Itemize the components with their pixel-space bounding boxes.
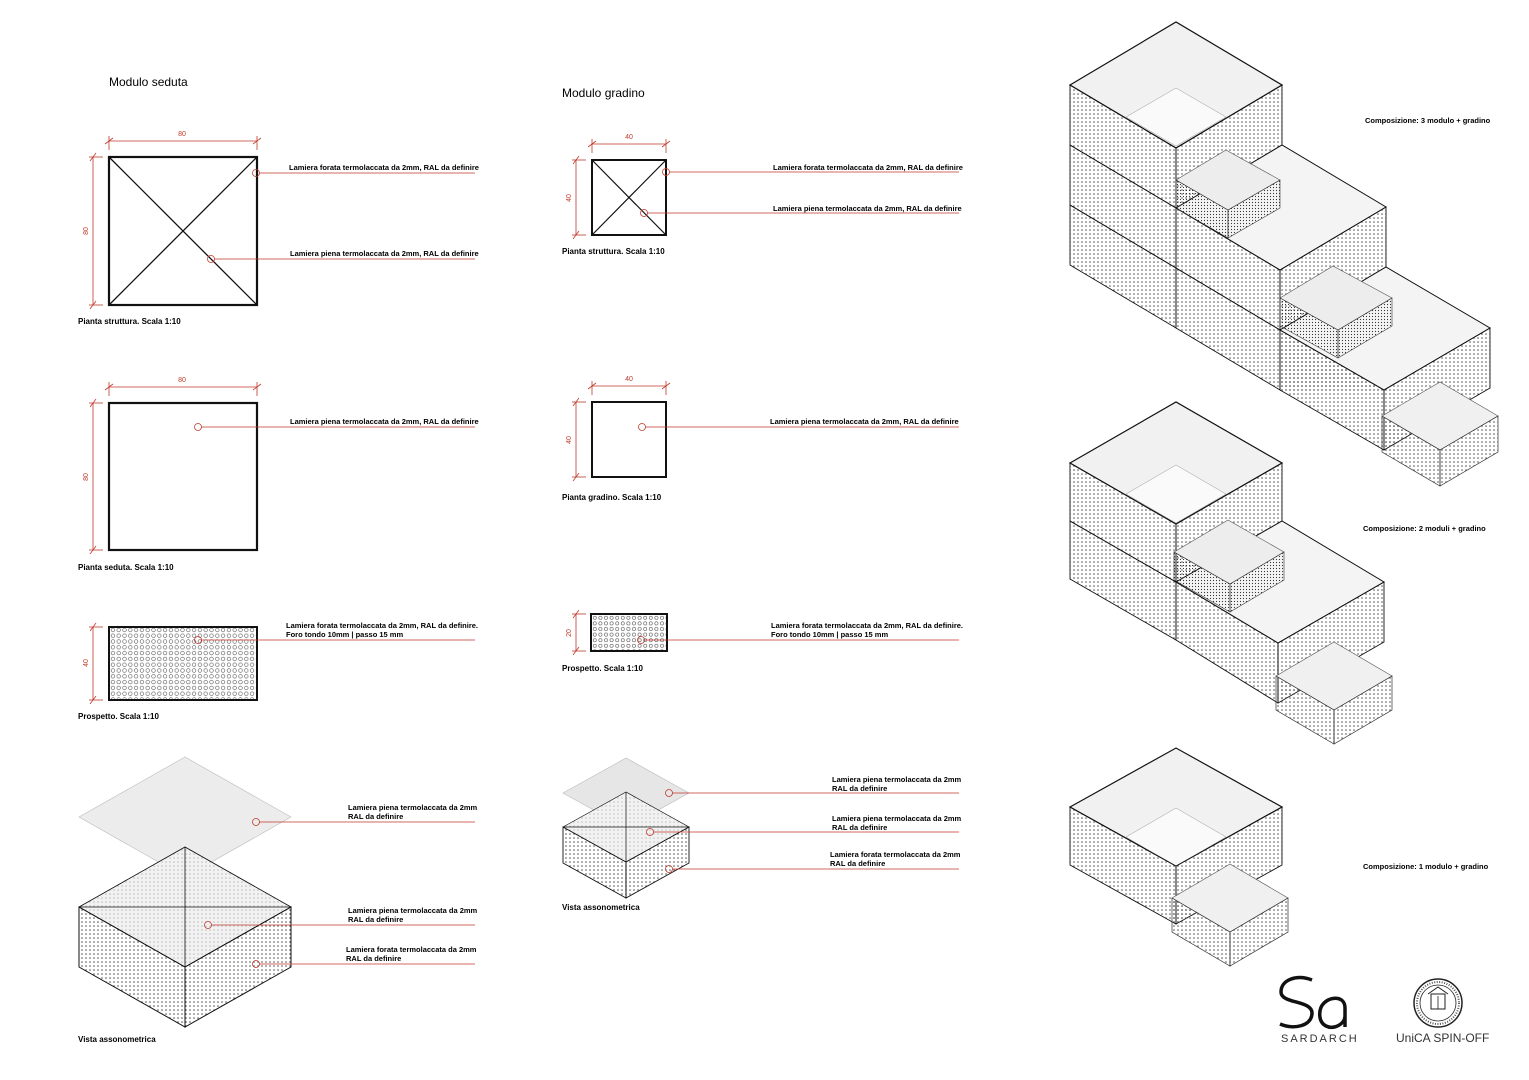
note-piena: Lamiera piena termolaccata da 2mm (348, 803, 478, 812)
note-forata-line2: Foro tondo 10mm | passo 15 mm (286, 630, 403, 639)
sardarch-wordmark: SARDARCH (1281, 1033, 1359, 1045)
gradino-plan-structure: 40 40 Lamiera forata termolaccata da 2mm… (562, 134, 963, 256)
caption: Prospetto. Scala 1:10 (78, 712, 159, 721)
gradino-axonometric: Lamiera piena termolaccata da 2mm RAL da… (562, 757, 962, 912)
note-forata-line1: Lamiera forata termolaccata da 2mm, RAL … (286, 621, 478, 630)
note-ral: RAL da definire (348, 915, 403, 924)
caption: Pianta gradino. Scala 1:10 (562, 493, 662, 502)
dimension-label: 80 (83, 227, 90, 235)
section-title-seduta: Modulo seduta (109, 75, 188, 89)
dimension-label: 80 (178, 377, 186, 384)
note-ral: RAL da definire (832, 823, 887, 832)
gradino-plan-step: 40 40 Lamiera piena termolaccata da 2mm,… (562, 376, 959, 502)
dimension-label: 40 (83, 659, 90, 667)
caption: Vista assonometrica (78, 1035, 156, 1044)
dimension-label: 40 (566, 436, 573, 444)
dimension-label: 40 (566, 194, 573, 202)
note-piena: Lamiera piena termolaccata da 2mm (832, 775, 962, 784)
note-forata-line1: Lamiera forata termolaccata da 2mm, RAL … (771, 621, 963, 630)
caption: Pianta seduta. Scala 1:10 (78, 563, 174, 572)
note-forata: Lamiera forata termolaccata da 2mm (346, 945, 477, 954)
note-piena: Lamiera piena termolaccata da 2mm, RAL d… (770, 417, 959, 426)
note-piena: Lamiera piena termolaccata da 2mm, RAL d… (290, 417, 479, 426)
note-forata-line2: Foro tondo 10mm | passo 15 mm (771, 630, 888, 639)
gradino-elevation: 20 Lamiera forata termolaccata da 2mm, R… (562, 609, 963, 673)
dimension-label: 40 (625, 134, 633, 141)
unica-label: UniCA SPIN-OFF (1396, 1031, 1489, 1045)
note-piena: Lamiera piena termolaccata da 2mm, RAL d… (773, 204, 962, 213)
seduta-elevation: 40 Lamiera forata termolaccata da 2mm, R… (78, 621, 478, 721)
dimension-line-width (104, 136, 262, 150)
dimension-line-height (89, 152, 103, 310)
dimension-label: 80 (83, 473, 90, 481)
note-forata: Lamiera forata termolaccata da 2mm, RAL … (773, 163, 963, 172)
composition-3-drawing (1068, 21, 1499, 487)
leader-line (207, 169, 475, 263)
note-ral: RAL da definire (832, 784, 887, 793)
note-forata: Lamiera forata termolaccata da 2mm, RAL … (289, 163, 479, 172)
unica-seal: UniCA SPIN-OFF (1396, 978, 1489, 1045)
note-piena: Lamiera piena termolaccata da 2mm (832, 814, 962, 823)
composition-2-label: Composizione: 2 moduli + gradino (1363, 524, 1486, 533)
dimension-label: 80 (178, 131, 186, 138)
caption: Pianta struttura. Scala 1:10 (562, 247, 665, 256)
dimension-label: 40 (625, 376, 633, 383)
caption: Prospetto. Scala 1:10 (562, 664, 643, 673)
caption: Vista assonometrica (562, 903, 640, 912)
seduta-axonometric: Lamiera piena termolaccata da 2mm RAL da… (78, 756, 478, 1044)
note-ral: RAL da definire (348, 812, 403, 821)
seduta-plan-seat: 80 80 Lamiera piena termolaccata da 2mm,… (78, 377, 479, 572)
section-title-gradino: Modulo gradino (562, 86, 645, 100)
composition-1-drawing (1068, 747, 1289, 967)
note-ral: RAL da definire (830, 859, 885, 868)
dimension-label: 20 (566, 629, 573, 637)
note-piena: Lamiera piena termolaccata da 2mm (348, 906, 478, 915)
caption: Pianta struttura. Scala 1:10 (78, 317, 181, 326)
note-forata: Lamiera forata termolaccata da 2mm (830, 850, 961, 859)
composition-1-label: Composizione: 1 modulo + gradino (1363, 862, 1489, 871)
seduta-plan-structure: 80 80 Lamiera forata termolaccata da 2mm… (78, 131, 479, 326)
composition-3-label: Composizione: 3 modulo + gradino (1365, 116, 1491, 125)
note-piena: Lamiera piena termolaccata da 2mm, RAL d… (290, 249, 479, 258)
sardarch-logo: SARDARCH (1279, 975, 1359, 1045)
note-ral: RAL da definire (346, 954, 401, 963)
composition-2-drawing (1068, 401, 1393, 745)
